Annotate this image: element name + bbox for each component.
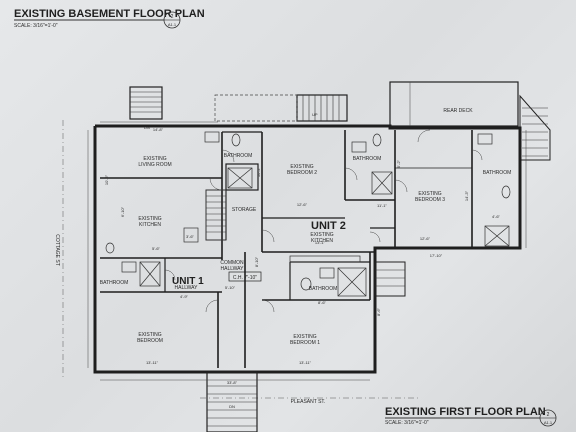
building-walls xyxy=(93,124,522,374)
dimension-d19: 11'-1" xyxy=(377,203,387,208)
exterior-stair-middle xyxy=(296,94,348,122)
svg-text:A1.1: A1.1 xyxy=(168,22,177,27)
interior-stair xyxy=(205,189,227,241)
street-cottage: COTTAGE ST xyxy=(54,234,60,266)
dimension-d20: 8'-6" xyxy=(376,307,381,316)
stair-up-label: UP xyxy=(312,112,318,117)
bottom-title: EXISTING FIRST FLOOR PLAN xyxy=(385,406,546,418)
side-porch-steps xyxy=(374,261,406,297)
ceiling-height-tag: C.H. 7'-10" xyxy=(233,275,257,281)
ceiling-height-tag-box xyxy=(228,271,262,282)
dimension-d12: 13'-11" xyxy=(299,360,312,365)
door-swings xyxy=(164,129,483,313)
rear-deck: REAR DECK xyxy=(389,81,519,127)
svg-text:2: 2 xyxy=(171,14,174,20)
dimension-labels: 14'-8" 10'-6" 6'-10" 3'-6" 8'-10" 5'-10" 4'-9"… xyxy=(104,127,501,385)
dimension-d17: 4'-6" xyxy=(492,214,501,219)
stair-dn-top: DN xyxy=(144,125,150,130)
front-stair: DN xyxy=(206,371,258,432)
bottom-scale: SCALE: 3/16"=1'-0" xyxy=(385,420,429,426)
dimension-d2: 6'-10" xyxy=(120,206,125,217)
room-label-bathroom-u1: BATHROOM xyxy=(100,280,129,286)
dimension-d1: 10'-6" xyxy=(104,174,109,185)
dimension-d4: 8'-10" xyxy=(254,256,259,267)
rear-deck-label: REAR DECK xyxy=(443,108,473,114)
dimension-d7: 13'-11" xyxy=(146,360,159,365)
room-label-bathroom-u2-top: BATHROOM xyxy=(353,156,382,162)
dimension-d5: 5'-10" xyxy=(225,285,236,290)
dimension-d21: 5'-6" xyxy=(152,246,161,251)
room-label-storage: STORAGE xyxy=(232,207,257,213)
dimension-d15: 12'-6" xyxy=(420,236,431,241)
bottom-sheet-badge: 2 A1.1 xyxy=(539,409,557,427)
top-title: EXISTING BASEMENT FLOOR PLAN xyxy=(14,8,205,20)
bathroom-fixtures xyxy=(105,131,511,297)
dimension-d18: 5'-2" xyxy=(396,159,401,168)
dimension-d16: 14'-3" xyxy=(464,190,469,201)
top-sheet-badge: 2 A1.1 xyxy=(163,11,181,29)
dimension-d6: 4'-9" xyxy=(180,294,189,299)
unit-1-label: UNIT 1 xyxy=(172,276,204,287)
dimension-living_w: 14'-8" xyxy=(153,127,164,132)
top-scale: SCALE: 3/16"=1'-0" xyxy=(14,23,58,29)
dimension-d10: 13'-1" xyxy=(315,240,326,245)
unit-2-label: UNIT 2 xyxy=(311,220,346,232)
dimension-d8: 10'-2" xyxy=(256,166,261,177)
svg-text:A1.1: A1.1 xyxy=(544,420,553,425)
street-pleasant: PLEASANT ST. xyxy=(291,399,326,405)
dimension-d13: 17'-10" xyxy=(430,253,443,258)
svg-text:2: 2 xyxy=(547,412,550,418)
dimension-d14: 33'-8" xyxy=(227,380,238,385)
room-label-hallway-u1: HALLWAY xyxy=(175,285,199,291)
dimension-d11: 8'-6" xyxy=(318,300,327,305)
exterior-stair-top xyxy=(129,86,163,120)
room-label-bathroom-right: BATHROOM xyxy=(483,170,512,176)
dimension-d9: 12'-6" xyxy=(297,202,308,207)
stair-dn-bottom: DN xyxy=(229,404,235,409)
room-label-bathroom-u2: BATHROOM xyxy=(309,286,338,292)
room-label-bathroom-u1-top: BATHROOM xyxy=(224,153,253,159)
exterior-stair-right xyxy=(519,94,551,161)
dimension-d3: 3'-6" xyxy=(186,234,195,239)
